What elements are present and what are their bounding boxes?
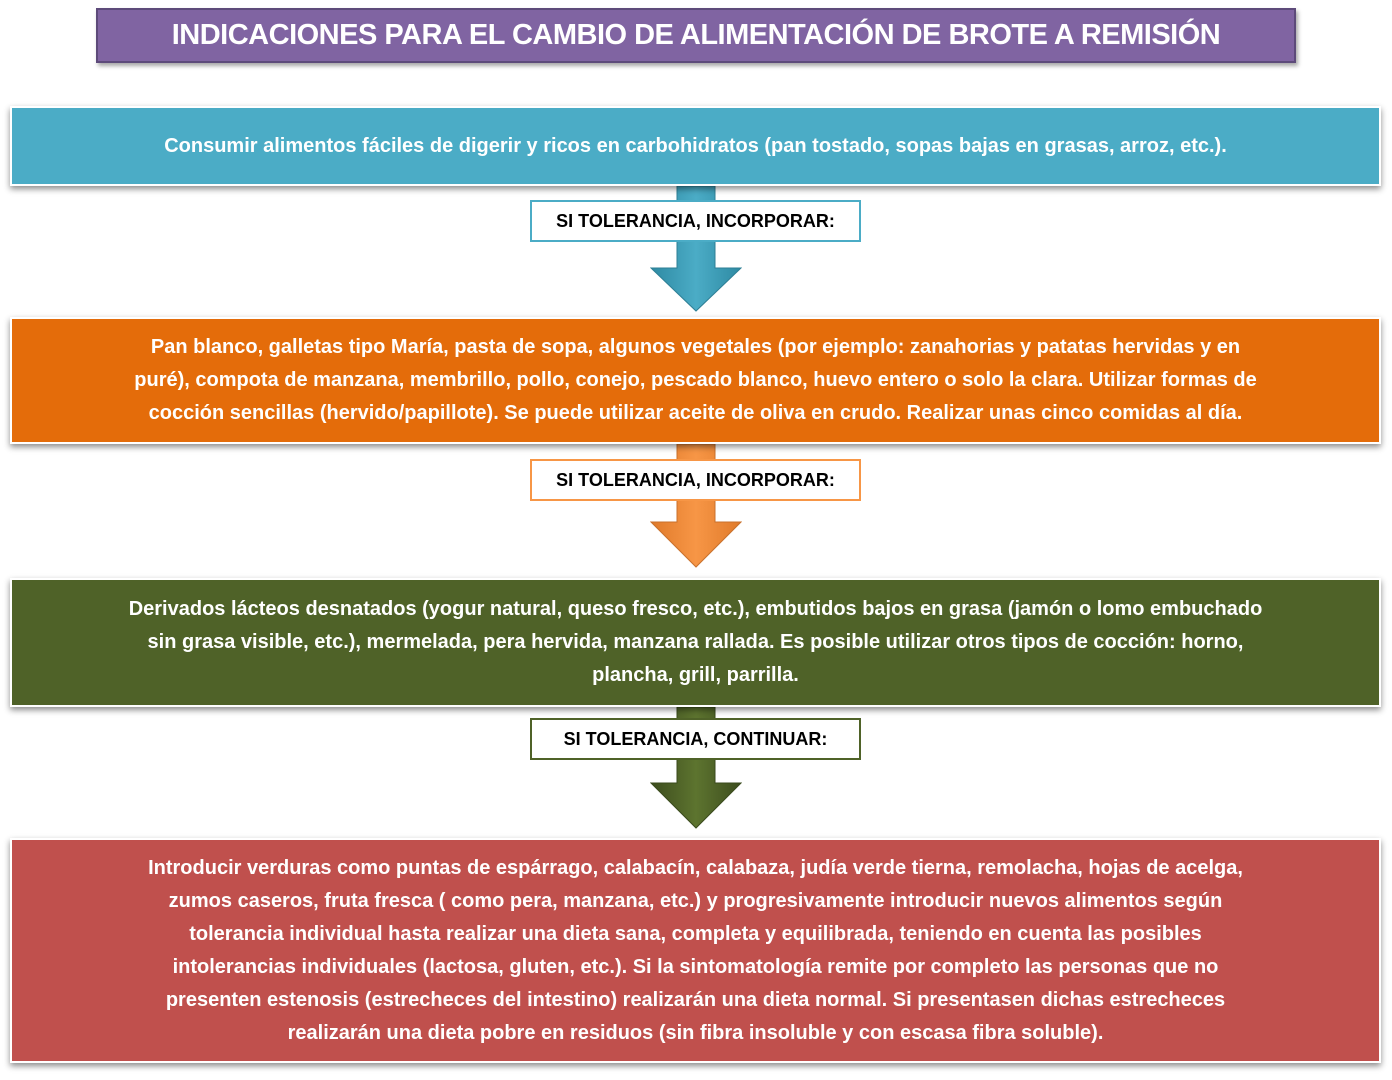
step-box-2: Pan blanco, galletas tipo María, pasta d… [10, 317, 1381, 444]
connector-label-2: SI TOLERANCIA, INCORPORAR: [530, 459, 861, 501]
step-text: Derivados lácteos desnatados (yogur natu… [128, 598, 1263, 686]
connector-label-1: SI TOLERANCIA, INCORPORAR: [530, 200, 861, 242]
down-arrow-icon [650, 186, 742, 312]
step-text: Pan blanco, galletas tipo María, pasta d… [134, 336, 1257, 424]
step-box-3: Derivados lácteos desnatados (yogur natu… [10, 578, 1381, 707]
down-arrow-icon [650, 444, 742, 568]
connector-label-3: SI TOLERANCIA, CONTINUAR: [530, 718, 861, 760]
step-box-4: Introducir verduras como puntas de espár… [10, 838, 1381, 1063]
page-title: INDICACIONES PARA EL CAMBIO DE ALIMENTAC… [96, 8, 1296, 63]
step-text: Introducir verduras como puntas de espár… [148, 856, 1243, 1044]
step-box-1: Consumir alimentos fáciles de digerir y … [10, 106, 1381, 186]
step-text: Consumir alimentos fáciles de digerir y … [164, 134, 1227, 157]
